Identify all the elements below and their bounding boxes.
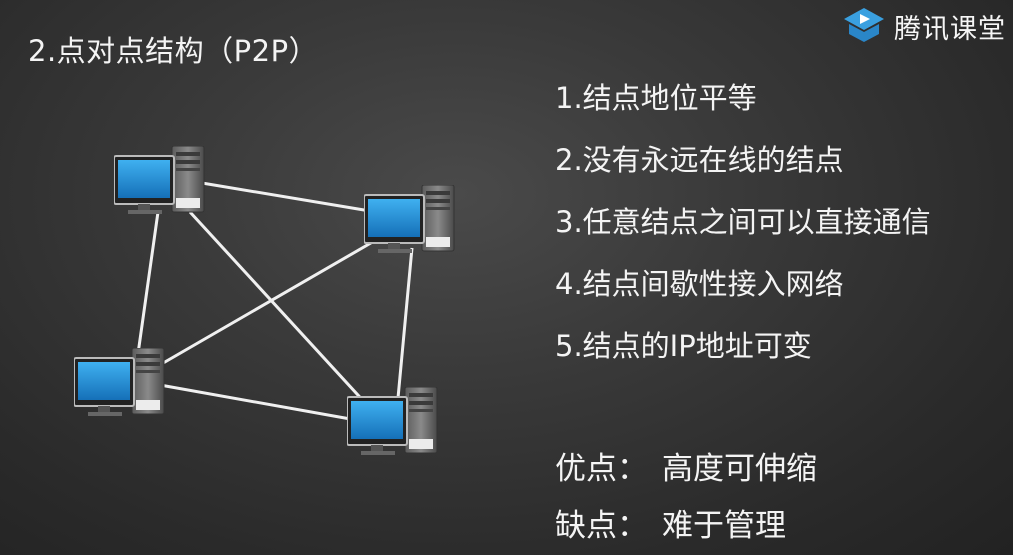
- logo-text: 腾讯课堂: [894, 13, 1006, 45]
- tencent-classroom-logo-icon: [844, 8, 884, 42]
- link-tl-bl: [134, 211, 160, 369]
- feature-item: 1.结点地位平等: [555, 81, 757, 115]
- feature-item: 5.结点的IP地址可变: [555, 329, 812, 363]
- feature-item: 2.没有永远在线的结点: [555, 143, 844, 177]
- computer-top-left: [114, 146, 205, 215]
- feature-item: 3.任意结点之间可以直接通信: [555, 205, 931, 239]
- computer-bottom-left: [74, 348, 165, 417]
- computer-top-right: [364, 185, 455, 254]
- link-tl-tr: [195, 180, 377, 214]
- pros-line: 优点： 高度可伸缩: [555, 443, 817, 488]
- link-tr-bl: [157, 238, 377, 368]
- link-tl-br: [188, 210, 370, 408]
- cons-label: 缺点：: [555, 508, 648, 544]
- feature-list: 1.结点地位平等 2.没有永远在线的结点 3.任意结点之间可以直接通信 4.结点…: [555, 84, 931, 394]
- pros-text: 高度可伸缩: [662, 451, 817, 487]
- computer-bottom-right: [347, 387, 438, 456]
- link-tr-br: [396, 247, 414, 399]
- cons-text: 难于管理: [662, 508, 786, 544]
- link-bl-br: [159, 383, 357, 422]
- logo: 腾讯课堂: [842, 6, 1006, 46]
- pros-label: 优点：: [555, 451, 648, 487]
- slide-title: 2.点对点结构（P2P）: [28, 34, 319, 68]
- feature-item: 4.结点间歇性接入网络: [555, 267, 844, 301]
- network-links: [134, 180, 414, 422]
- cons-line: 缺点： 难于管理: [555, 500, 786, 545]
